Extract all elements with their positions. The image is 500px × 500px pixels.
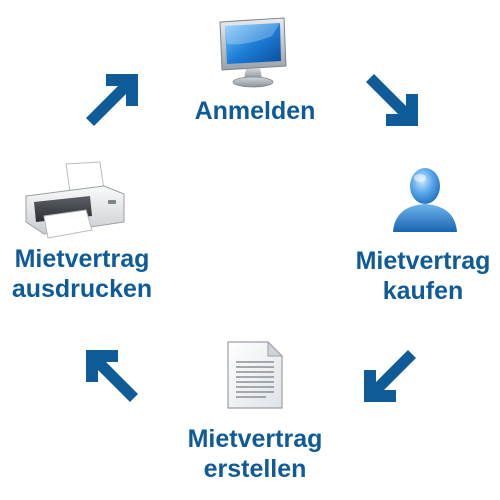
user-icon bbox=[389, 166, 461, 234]
arrow-up-left-icon bbox=[80, 344, 142, 406]
step-create-label: Mietvertrag erstellen bbox=[170, 424, 340, 484]
step-login-label: Anmelden bbox=[194, 97, 316, 125]
monitor-icon bbox=[212, 16, 292, 92]
printer-icon bbox=[20, 160, 130, 242]
step-buy-label: Mietvertrag kaufen bbox=[348, 246, 498, 306]
step-create-line2: erstellen bbox=[203, 455, 307, 483]
step-buy-line1: Mietvertrag bbox=[355, 247, 491, 275]
arrow-down-left-icon bbox=[358, 346, 420, 408]
arrow-down-right-icon bbox=[362, 70, 424, 132]
step-print-line2: ausdrucken bbox=[11, 275, 153, 303]
step-print-line1: Mietvertrag bbox=[14, 245, 150, 273]
document-icon bbox=[222, 338, 288, 412]
arrow-up-right-icon bbox=[82, 68, 144, 130]
step-buy-line2: kaufen bbox=[382, 277, 464, 305]
step-print-label: Mietvertrag ausdrucken bbox=[2, 244, 162, 304]
step-create-line1: Mietvertrag bbox=[187, 425, 323, 453]
